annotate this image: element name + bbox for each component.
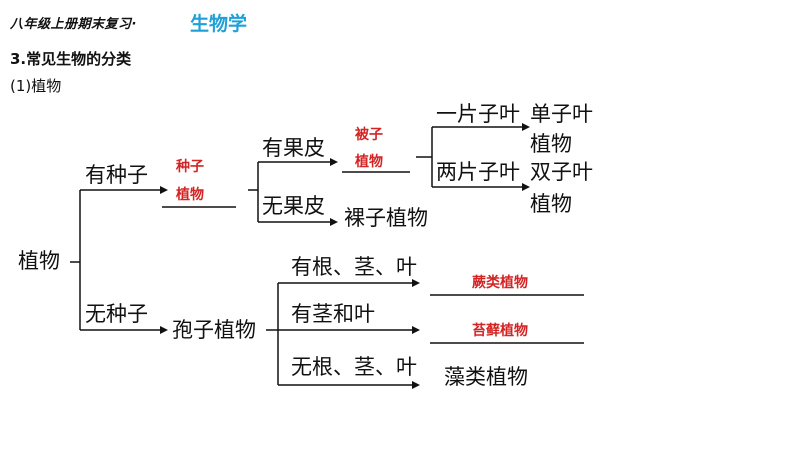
node-di: 两片子叶 [436,160,520,184]
node-stems: 有茎和叶 [291,302,375,326]
answer-angio-line1: 被子 [355,127,383,143]
node-algae: 藻类植物 [444,365,528,389]
node-no-roots: 无根、茎、叶 [291,355,417,379]
node-gymno: 裸子植物 [344,206,428,230]
mono-arrow [522,123,530,131]
node-spore: 孢子植物 [172,318,256,342]
stems-arrow [412,326,420,334]
node-mono-result-line2: 植物 [530,132,572,156]
node-seed: 有种子 [85,163,148,187]
node-di-result-line2: 植物 [530,192,572,216]
header-subject: 生物学 [190,13,248,35]
section-subtitle: (1)植物 [10,77,62,95]
node-no-seed: 无种子 [85,302,148,326]
noseed-arrow [160,326,168,334]
node-roots: 有根、茎、叶 [291,255,417,279]
no-pericarp-arrow [330,218,338,226]
node-no-pericarp: 无果皮 [262,194,325,218]
node-mono-result-line1: 单子叶 [530,102,593,126]
node-has-pericarp: 有果皮 [262,136,325,160]
header-prefix: 八年级上册期末复习· [10,17,137,32]
answer-fern: 蕨类植物 [472,275,528,291]
node-mono: 一片子叶 [436,102,520,126]
node-root: 植物 [18,249,60,273]
node-di-result-line1: 双子叶 [530,160,593,184]
roots-arrow [412,279,420,287]
answer-seed-line2: 植物 [176,187,204,203]
answer-moss: 苔藓植物 [472,323,528,339]
seed-arrow [160,186,168,194]
header-bar: 八年级上册期末复习· 生物学 [0,0,794,40]
answer-angio-line2: 植物 [355,154,383,170]
section-title: 3.常见生物的分类 [10,50,132,68]
answer-seed-line1: 种子 [176,159,204,175]
has-pericarp-arrow [330,158,338,166]
noroots-arrow [412,381,420,389]
di-arrow [522,183,530,191]
